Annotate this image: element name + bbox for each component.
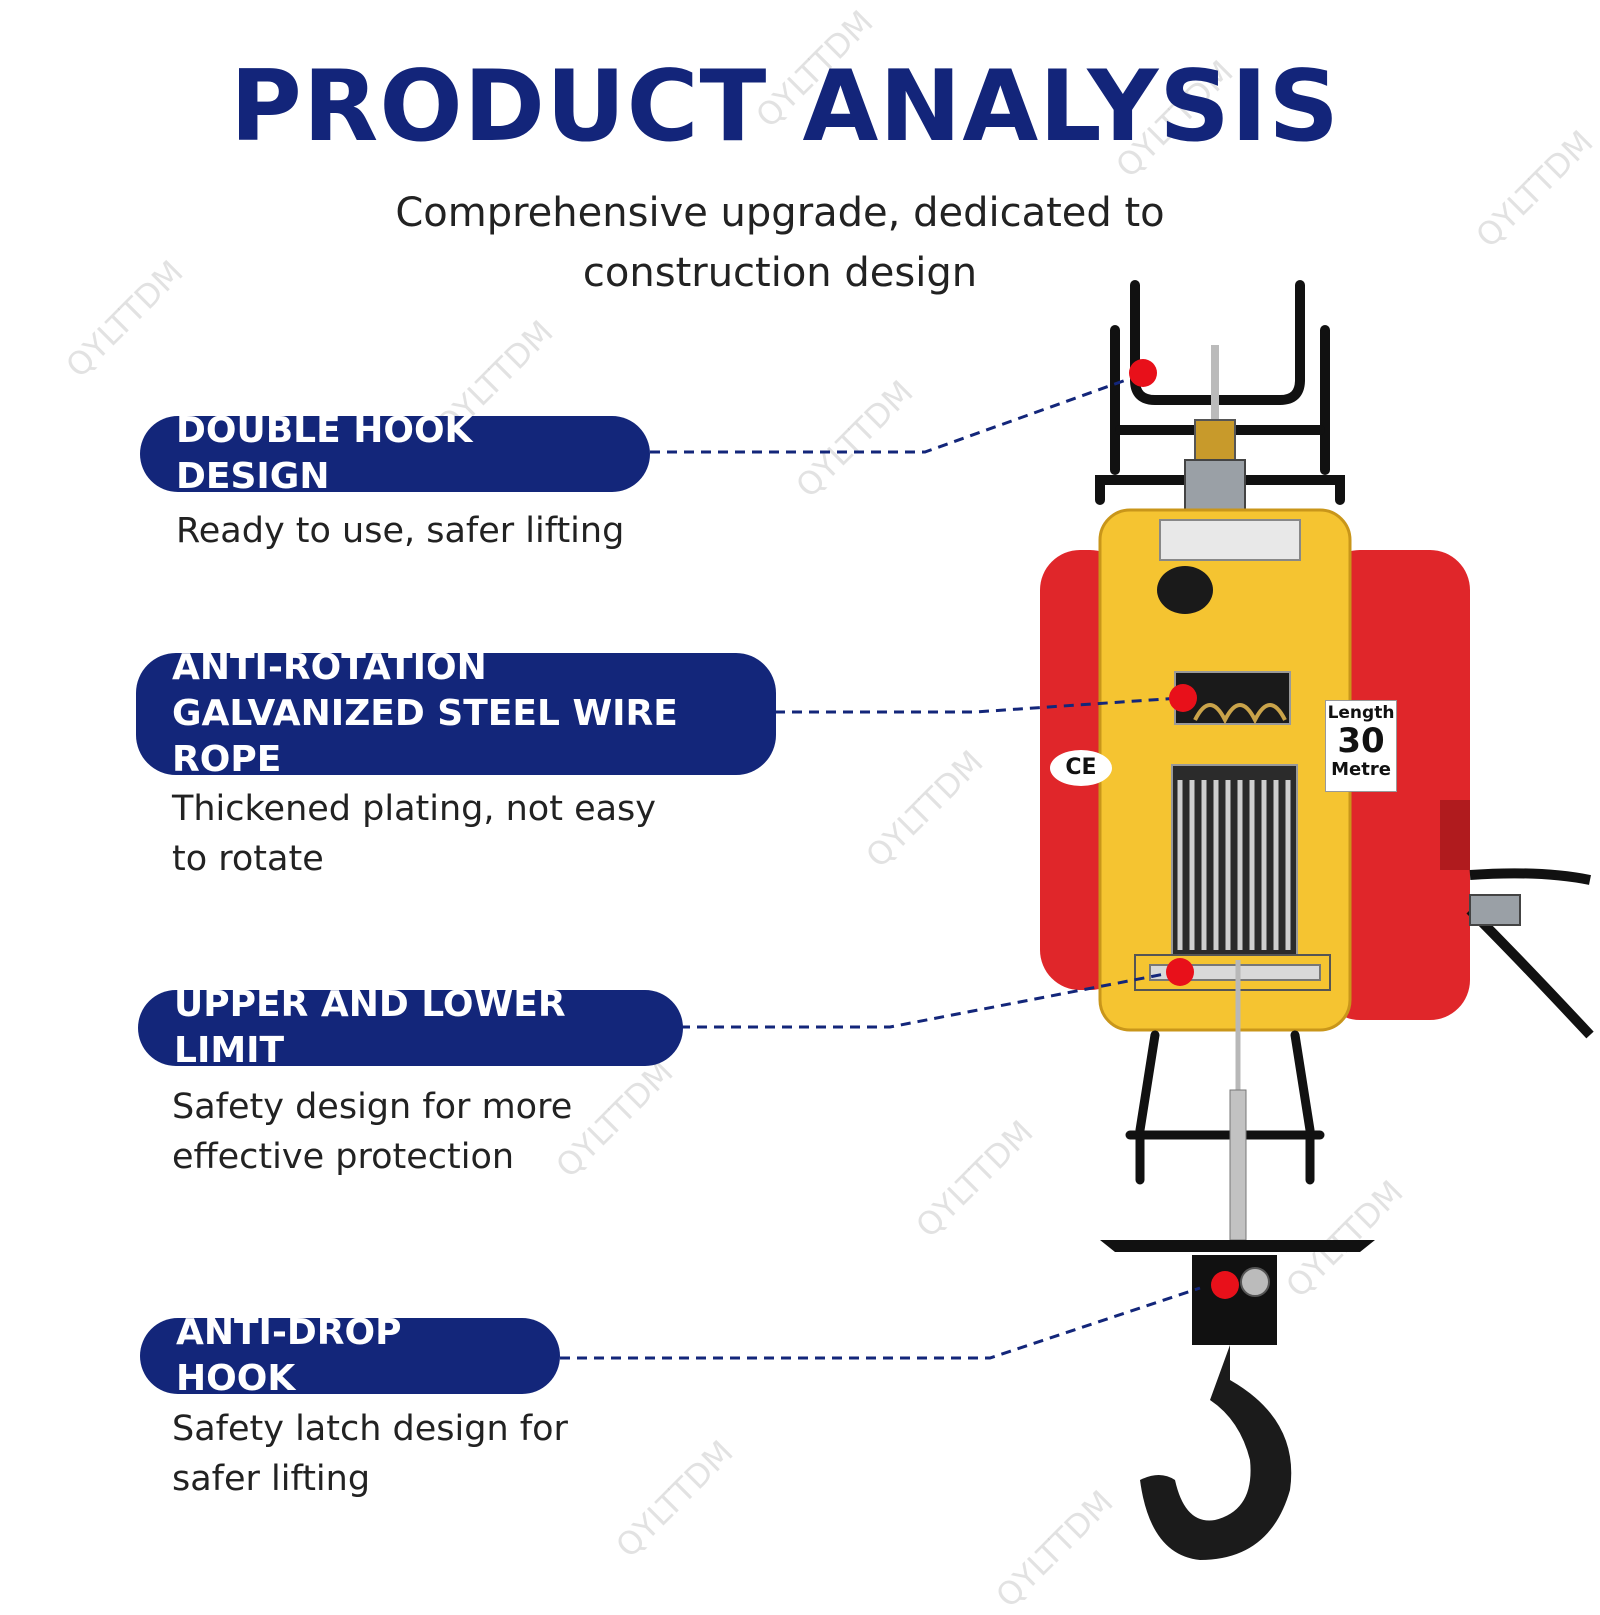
feature-desc-anti-drop-hook: Safety latch design for safer lifting <box>172 1404 732 1504</box>
callout-dot-4 <box>1211 1271 1239 1299</box>
callout-dot-1 <box>1129 359 1157 387</box>
feature-label-text: ANTI-DROP HOOK <box>176 1312 402 1399</box>
feature-label-text: UPPER AND LOWER LIMIT <box>174 984 566 1071</box>
feature-desc-line: Ready to use, safer lifting <box>176 511 625 551</box>
feature-label-double-hook: DOUBLE HOOK DESIGN <box>140 410 650 497</box>
feature-desc-line: Safety latch design for <box>172 1409 568 1449</box>
callout-lines <box>560 373 1201 1360</box>
feature-label-anti-rotation: ANTI-ROTATION GALVANIZED STEEL WIRE ROPE <box>136 647 776 780</box>
lower-frame <box>1125 1030 1325 1185</box>
feature-label-text: DOUBLE HOOK DESIGN <box>176 410 473 497</box>
hook-block <box>1192 1255 1277 1345</box>
feature-desc-upper-lower-limit: Safety design for more effective protect… <box>172 1082 732 1182</box>
feature-label-text: GALVANIZED STEEL WIRE ROPE <box>172 693 678 780</box>
feature-desc-line: to rotate <box>172 839 324 879</box>
feature-desc-double-hook: Ready to use, safer lifting <box>176 506 736 556</box>
feature-desc-line: Safety design for more <box>172 1087 573 1127</box>
length-badge: Length 30 Metre <box>1325 700 1397 792</box>
wire-drum <box>1177 780 1291 950</box>
length-badge-unit: Metre <box>1331 759 1391 780</box>
length-badge-label: Length <box>1327 703 1395 723</box>
length-badge-value: 30 <box>1337 721 1385 761</box>
feature-desc-line: effective protection <box>172 1137 515 1177</box>
feature-desc-line: Thickened plating, not easy <box>172 789 657 829</box>
feature-label-upper-lower-limit: UPPER AND LOWER LIMIT <box>138 984 683 1071</box>
feature-label-text: ANTI-ROTATION <box>172 647 487 688</box>
callout-dot-2 <box>1169 684 1197 712</box>
knob <box>1157 566 1213 614</box>
subtitle-line-1: Comprehensive upgrade, dedicated to <box>395 190 1165 236</box>
suspension-hook <box>1184 345 1246 521</box>
callout-dot-3 <box>1166 958 1194 986</box>
page-subtitle: Comprehensive upgrade, dedicated to cons… <box>330 183 1230 303</box>
subtitle-line-2: construction design <box>582 250 978 296</box>
feature-label-anti-drop-hook: ANTI-DROP HOOK <box>140 1312 560 1399</box>
feature-desc-line: safer lifting <box>172 1459 371 1499</box>
lifting-hook <box>1140 1345 1292 1560</box>
page-title: PRODUCT ANALYSIS <box>230 50 1340 164</box>
feature-desc-anti-rotation: Thickened plating, not easy to rotate <box>172 784 732 884</box>
hook-plate <box>1100 1240 1375 1252</box>
ce-mark: CE <box>1050 750 1112 786</box>
